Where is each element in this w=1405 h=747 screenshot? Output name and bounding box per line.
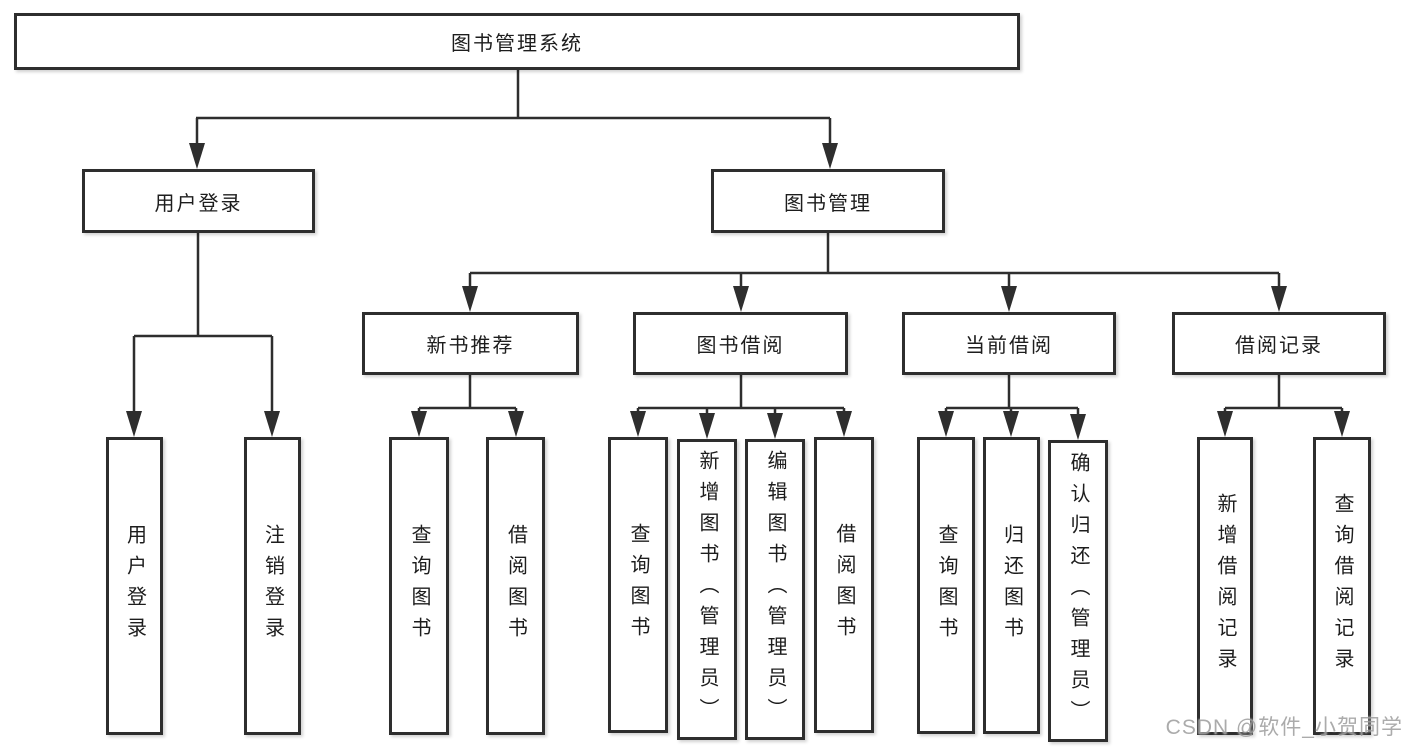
leaf-borrow-books: 借阅图书 [814, 437, 874, 733]
leaf-query-books-recommend: 查询图书 [389, 437, 449, 735]
node-new-book-recommend: 新书推荐 [362, 312, 579, 375]
leaf-query-books-current: 查询图书 [917, 437, 975, 734]
node-user-login: 用户登录 [82, 169, 315, 233]
node-library-system: 图书管理系统 [14, 13, 1020, 70]
node-book-management: 图书管理 [711, 169, 945, 233]
node-current-borrow: 当前借阅 [902, 312, 1116, 375]
leaf-add-borrow-record: 新增借阅记录 [1197, 437, 1253, 735]
leaf-query-books-borrow: 查询图书 [608, 437, 668, 733]
node-book-borrow: 图书借阅 [633, 312, 848, 375]
leaf-confirm-return-admin: 确认归还（管理员） [1048, 440, 1108, 742]
leaf-query-borrow-record: 查询借阅记录 [1313, 437, 1371, 735]
leaf-add-book-admin: 新增图书（管理员） [677, 439, 737, 740]
leaf-user-login: 用户登录 [106, 437, 163, 735]
leaf-return-book: 归还图书 [983, 437, 1040, 734]
node-borrow-records: 借阅记录 [1172, 312, 1386, 375]
csdn-watermark: CSDN @软件_小贺同学 [1165, 716, 1403, 739]
leaf-borrow-books-recommend: 借阅图书 [486, 437, 545, 735]
leaf-logout: 注销登录 [244, 437, 301, 735]
leaf-edit-book-admin: 编辑图书（管理员） [745, 439, 805, 740]
